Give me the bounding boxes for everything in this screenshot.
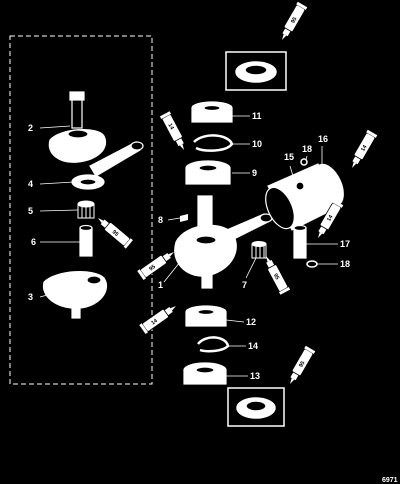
piston-pin-clip-upper [300,158,308,166]
svg-text:14: 14 [360,144,369,153]
callout-3: 3 [28,292,33,302]
piston-pin [293,224,307,259]
retaining-ring-upper [193,134,234,152]
piston-pin-clip-lower [306,260,318,268]
svg-text:14: 14 [166,123,175,132]
bottom-bearing [183,362,227,385]
callout-7: 7 [242,280,247,290]
callout-16: 16 [318,134,328,144]
figure-number: 6971 [382,477,398,484]
callout-2: 2 [28,123,33,133]
svg-text:95: 95 [148,264,156,272]
callout-8: 8 [158,215,163,225]
woodruff-key [180,214,188,222]
crankpin-left [79,224,93,257]
top-seal-cup [225,51,287,91]
svg-text:95: 95 [272,273,280,281]
lube-tube-crank-lower: 14 [138,300,180,335]
callout-13: 13 [250,371,260,381]
lube-tube-left-pin: 95 [93,213,134,250]
callout-15: 15 [284,152,294,162]
retaining-ring-lower [197,336,230,353]
callout-14: 14 [248,341,258,351]
callout-9: 9 [252,168,257,178]
callout-17: 17 [340,239,350,249]
callout-6: 6 [31,237,36,247]
lube-tube-conrod-bearing: 95 [260,252,291,296]
svg-text:14: 14 [150,318,159,327]
callout-11: 11 [252,111,262,121]
needle-bearing-right [251,241,267,259]
lube-tube-ring: 14 [159,110,190,154]
callout-5: 5 [28,206,33,216]
leader-lines [39,115,338,377]
bottom-seal-cup [227,387,285,427]
lube-tube-top: 95 [276,1,308,44]
callout-18-lower: 18 [340,259,350,269]
svg-text:95: 95 [290,16,298,24]
needle-bearing-left [77,200,95,219]
svg-text:95: 95 [111,229,120,238]
assembly-dashed-box [9,35,153,385]
lower-crankshaft-half [42,271,108,319]
lube-tube-piston: 14 [346,129,378,172]
callouts: 2 4 5 6 3 1 7 8 9 10 11 12 14 13 15 16 1… [28,111,350,381]
lube-tube-bottom: 95 [284,345,316,388]
callout-10: 10 [252,139,262,149]
middle-bearing [185,160,231,185]
piston [265,163,344,231]
svg-text:14: 14 [326,214,335,223]
crankshaft-assembly [174,195,273,289]
upper-crankshaft-half [48,91,107,163]
lube-tube-piston-pin: 14 [312,199,344,242]
upper-bearing [191,101,233,123]
callout-12: 12 [246,317,256,327]
callout-1: 1 [158,280,163,290]
svg-text:95: 95 [298,360,306,368]
lube-tube-crank-main: 95 [136,246,178,281]
callout-18-upper: 18 [302,144,312,154]
lower-bearing [185,305,227,327]
connecting-rod-left [71,141,144,190]
callout-4: 4 [28,179,33,189]
